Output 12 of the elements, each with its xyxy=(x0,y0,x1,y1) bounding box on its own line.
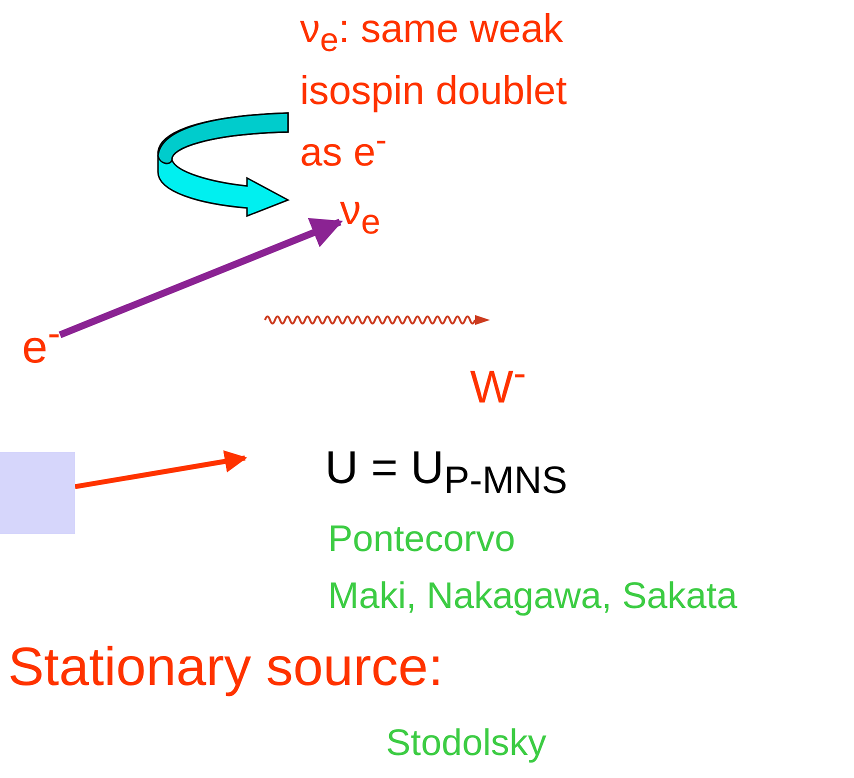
arrow xyxy=(58,218,343,338)
author-names: Maki, Nakagawa, Sakata xyxy=(328,575,738,617)
heading-text: Stationary source: xyxy=(8,636,444,698)
particle-label: W$^{-}$ xyxy=(470,352,526,414)
particle-label: e$^{-}$ xyxy=(22,312,60,374)
author-name: Stodolsky xyxy=(386,722,546,764)
source-box xyxy=(0,452,75,534)
author-name: Pontecorvo xyxy=(328,518,516,560)
note-text: ν$_{e}$: same weak isospin doublet as e$^{-}$ xyxy=(300,4,600,178)
particle-label: ν$_{e}$ xyxy=(340,186,380,242)
arrow xyxy=(74,450,248,490)
formula: U = U$_{P-MNS}$ xyxy=(325,440,568,504)
